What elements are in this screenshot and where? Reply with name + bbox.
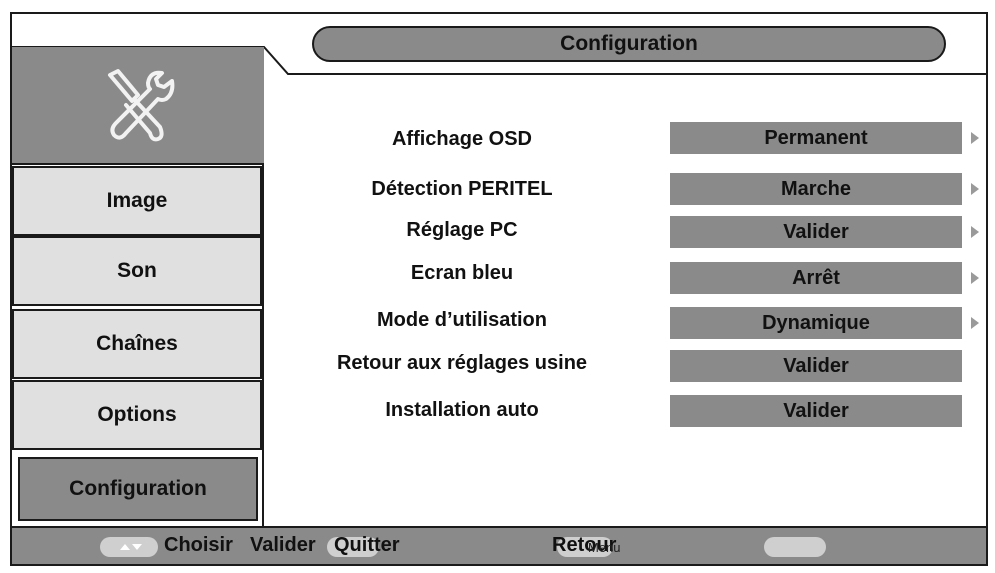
- up-down-key-icon: [100, 537, 158, 557]
- setting-label: Retour aux réglages usine: [336, 352, 588, 374]
- setting-label: Installation auto: [385, 399, 539, 421]
- category-icon-panel: [12, 47, 264, 165]
- setting-label: Mode d’utilisation: [377, 309, 547, 331]
- sidebar-item-options[interactable]: Options: [12, 380, 262, 450]
- sidebar-item-label: Son: [117, 259, 157, 282]
- osd-window: Configuration Image Son Chaînes Options: [10, 12, 988, 566]
- setting-value-installation-auto[interactable]: Valider: [670, 395, 962, 427]
- hint-back: Retour: [552, 534, 617, 556]
- sidebar-divider: [262, 164, 264, 526]
- hint-menu: Menu: [588, 540, 621, 555]
- hint-quit: Quitter: [334, 534, 400, 556]
- menu-key-icon: [557, 537, 613, 557]
- sidebar-item-label: Options: [97, 403, 177, 426]
- footer-hint-bar: Choisir Valider Quitter Retour Menu: [12, 526, 986, 564]
- sidebar-item-label: Configuration: [69, 477, 207, 500]
- sidebar-item-chaines[interactable]: Chaînes: [12, 309, 262, 379]
- chevron-right-icon[interactable]: [970, 131, 980, 145]
- setting-value-detection-peritel[interactable]: Marche: [670, 173, 962, 205]
- chevron-right-icon[interactable]: [970, 225, 980, 239]
- page-title: Configuration: [312, 26, 946, 62]
- setting-value-mode-utilisation[interactable]: Dynamique: [670, 307, 962, 339]
- sidebar-item-configuration[interactable]: Configuration: [18, 457, 258, 521]
- chevron-right-icon[interactable]: [970, 182, 980, 196]
- sidebar-item-son[interactable]: Son: [12, 236, 262, 306]
- hint-choose: Choisir: [164, 534, 233, 556]
- sidebar: Image Son Chaînes Options Configuration: [12, 14, 264, 526]
- setting-value-reglage-pc[interactable]: Valider: [670, 216, 962, 248]
- setting-value-ecran-bleu[interactable]: Arrêt: [670, 262, 962, 294]
- chevron-right-icon[interactable]: [970, 316, 980, 330]
- setting-label: Détection PERITEL: [371, 178, 553, 200]
- sidebar-item-image[interactable]: Image: [12, 166, 262, 236]
- ok-key-icon: [327, 537, 379, 557]
- hint-validate: Valider: [250, 534, 316, 556]
- sidebar-item-label: Image: [106, 189, 168, 212]
- chevron-right-icon[interactable]: [970, 271, 980, 285]
- setting-label: Ecran bleu: [410, 262, 514, 284]
- sidebar-item-label: Chaînes: [96, 332, 178, 355]
- setting-label: Réglage PC: [406, 219, 518, 241]
- setting-label: Affichage OSD: [391, 128, 533, 150]
- setting-value-retour-reglages-usine[interactable]: Valider: [670, 350, 962, 382]
- exit-key-icon: [764, 537, 826, 557]
- setting-value-affichage-osd[interactable]: Permanent: [670, 122, 962, 154]
- tools-icon: [108, 69, 175, 142]
